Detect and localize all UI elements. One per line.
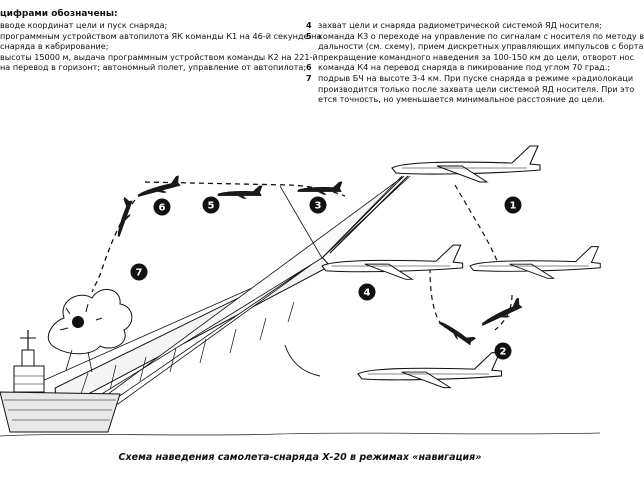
carrier-aircraft-icon <box>321 244 464 280</box>
legend-item-text: снаряда в кабрирование; <box>0 41 109 52</box>
legend-item-number: 4 <box>306 20 312 30</box>
step-marker-1: 1 <box>504 196 522 214</box>
legend-item-text: команда К3 о переходе на управление по с… <box>318 30 644 41</box>
step-marker-3: 3 <box>309 196 327 214</box>
step-marker-label: 3 <box>315 201 322 212</box>
step-marker-label: 2 <box>500 347 507 358</box>
legend-item-text: дальности (см. схему), прием дискретных … <box>318 41 644 52</box>
carrier-aircraft-icon <box>391 145 541 183</box>
carrier-aircraft-icon <box>357 352 503 389</box>
guidance-scheme-diagram: 1 2 3 4 5 6 7 <box>0 145 601 437</box>
legend-right-column: 4 захват цели и снаряда радиометрической … <box>306 20 644 105</box>
sea-surface-line <box>0 432 601 437</box>
radiometric-lines <box>279 175 411 259</box>
carrier-turn-arc <box>284 344 321 377</box>
diagram-caption: Схема наведения самолета-снаряда Х-20 в … <box>118 452 482 463</box>
target-ship-icon <box>0 330 121 433</box>
legend-item-text: прекращение командного наведения за 100-… <box>318 51 634 62</box>
missile-path-climb <box>429 267 446 329</box>
step-marker-6: 6 <box>153 198 171 216</box>
legend-item-text: высоты 15000 м, выдача программным устро… <box>0 51 318 62</box>
legend-item: 5 команда К3 о переходе на управление по … <box>306 30 644 42</box>
legend-item-number: 6 <box>306 62 312 73</box>
legend-item-number: 5 <box>306 30 312 41</box>
explosion-icon <box>47 289 133 373</box>
step-marker-2: 2 <box>494 342 512 360</box>
legend-left-column: вводе координат цели и пуск снаряда; про… <box>0 20 322 73</box>
legend-item: 4 захват цели и снаряда радиометрической … <box>306 20 602 31</box>
step-marker-label: 7 <box>136 268 143 279</box>
legend-item-text: команда К4 на перевод снаряда в пикирова… <box>318 62 611 73</box>
step-marker-label: 5 <box>208 201 215 212</box>
legend-item: 7 подрыв БЧ на высоте 3-4 км. При пуске с… <box>306 72 634 84</box>
missile-path-return <box>494 294 513 331</box>
legend-item: 6 команда К4 на перевод снаряда в пикиров… <box>306 62 611 73</box>
legend-item: ется точность, но уменьшается минимально… <box>306 94 606 105</box>
step-marker-7: 7 <box>130 263 148 281</box>
missile-path-dive <box>91 199 136 293</box>
legend-item: прекращение командного наведения за 100-… <box>306 51 634 63</box>
legend-item: дальности (см. схему), прием дискретных … <box>306 41 644 52</box>
missile-icon <box>111 197 136 238</box>
missile-icon <box>437 315 476 348</box>
legend-item: вводе координат цели и пуск снаряда; <box>0 20 298 31</box>
legend-item-text: производится только после захвата цели с… <box>318 83 635 94</box>
legend-item: на перевод в горизонт; автономный полет,… <box>0 62 307 73</box>
legend-item-text: подрыв БЧ на высоте 3-4 км. При пуске сн… <box>318 72 634 83</box>
missile-icon <box>135 175 183 201</box>
legend-item: программным устройством автопилота ЯК ко… <box>0 30 322 42</box>
legend-item-text: на перевод в горизонт; автономный полет,… <box>0 62 307 73</box>
missile-path-launch <box>454 184 501 271</box>
legend-item-text: захват цели и снаряда радиометрической с… <box>318 20 602 30</box>
legend-title: цифрами обозначены: <box>0 9 118 19</box>
legend-item-number: 7 <box>306 72 312 83</box>
legend-item: высоты 15000 м, выдача программным устро… <box>0 51 318 63</box>
step-marker-label: 1 <box>510 201 517 212</box>
legend-item-text: вводе координат цели и пуск снаряда; <box>0 20 168 30</box>
legend-item-text: программным устройством автопилота ЯК ко… <box>0 30 322 41</box>
legend-item: производится только после захвата цели с… <box>306 83 635 95</box>
step-marker-4: 4 <box>358 283 376 301</box>
step-marker-label: 6 <box>159 203 166 214</box>
step-marker-5: 5 <box>202 196 220 214</box>
missile-icon <box>217 185 263 200</box>
legend-item: снаряда в кабрирование; <box>0 41 298 52</box>
legend-item-text: ется точность, но уменьшается минимально… <box>318 94 606 105</box>
carrier-aircraft-icon <box>469 246 601 279</box>
step-marker-label: 4 <box>364 288 371 299</box>
